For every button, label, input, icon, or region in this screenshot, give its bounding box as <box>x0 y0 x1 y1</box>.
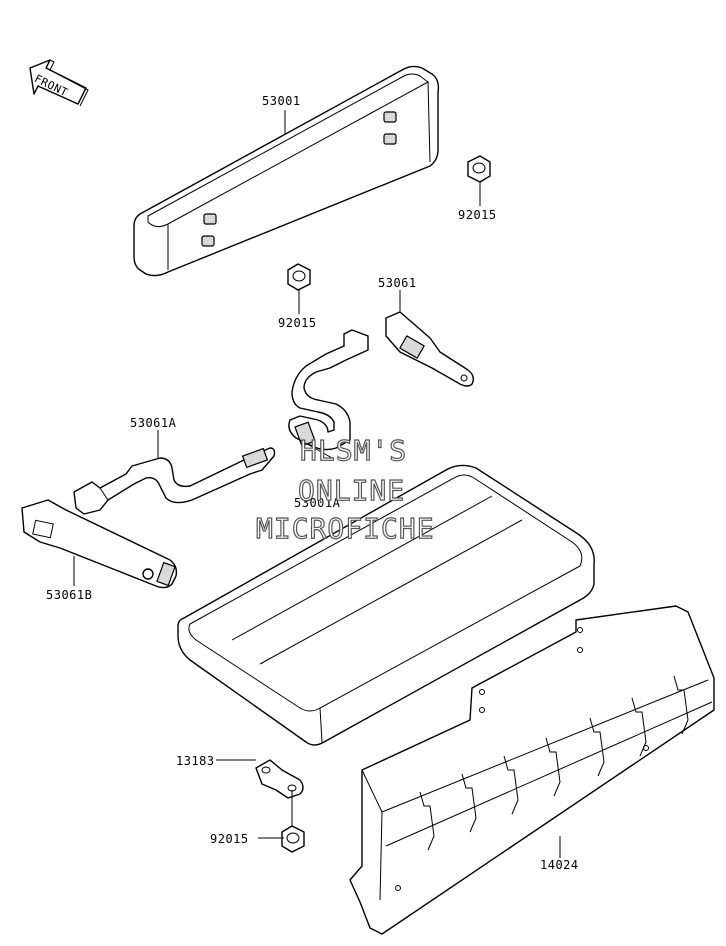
strap-53061A <box>73 447 276 515</box>
strap-53061 <box>385 311 475 387</box>
callout-92015-lower: 92015 <box>210 832 249 846</box>
strap-53061B <box>21 499 178 589</box>
nut-92015-middle <box>287 263 311 291</box>
bracket-13183 <box>255 759 304 799</box>
callout-53061A: 53061A <box>130 416 177 430</box>
upper-cushion-53001 <box>133 65 440 277</box>
callout-13183: 13183 <box>176 754 215 768</box>
seat-base-14024 <box>349 605 715 935</box>
callout-92015-middle: 92015 <box>278 316 317 330</box>
watermark-line-3: MICROFICHE <box>255 511 435 545</box>
strap-53001A <box>288 329 369 451</box>
watermark-line-2: ONLINE <box>297 473 406 507</box>
watermark-line-1: HLSM'S <box>299 433 408 467</box>
callout-53061: 53061 <box>378 276 417 290</box>
callout-53061B: 53061B <box>46 588 93 602</box>
front-arrow-icon <box>29 59 89 107</box>
nut-92015-right <box>467 155 491 183</box>
callout-53001: 53001 <box>262 94 301 108</box>
seat-cushion <box>177 464 595 746</box>
callout-53001A: 53001A <box>294 496 341 510</box>
leader-lines <box>73 110 561 858</box>
callout-92015-right: 92015 <box>458 208 497 222</box>
nut-92015-lower <box>281 825 305 853</box>
callout-14024: 14024 <box>540 858 579 872</box>
